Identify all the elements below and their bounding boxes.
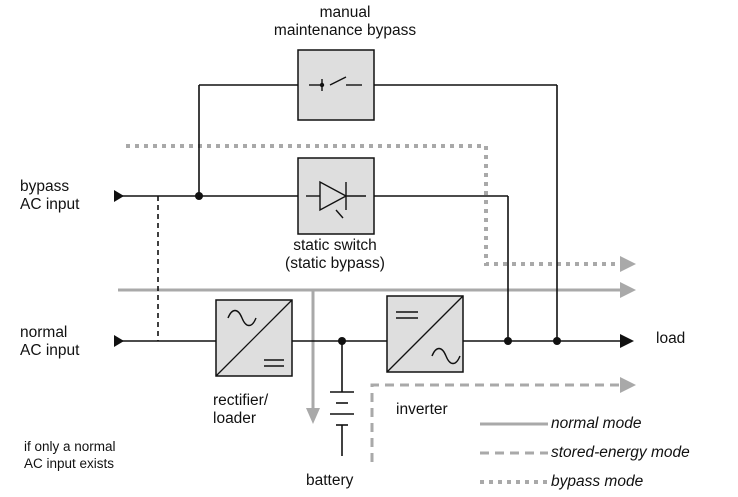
- maintenance-bypass-label-line1: manual: [319, 4, 371, 21]
- legend-stored-energy-label: stored-energy mode: [551, 444, 690, 461]
- junction-dot: [504, 337, 512, 345]
- stored-energy-arrow: [620, 377, 636, 393]
- maintenance-bypass-switch: [297, 49, 375, 121]
- rectifier-block: [215, 299, 293, 377]
- single-input-note-line2: AC input exists: [24, 456, 115, 471]
- normal-mode-arrow: [620, 282, 636, 298]
- battery-flow-arrow: [306, 408, 320, 424]
- rectifier-label-line1: rectifier/: [213, 392, 269, 409]
- static-switch-label: static switch (static bypass): [240, 237, 430, 273]
- bypass-mode-flow: [126, 144, 620, 266]
- junction-dot: [338, 337, 346, 345]
- static-switch: [297, 157, 375, 235]
- battery-label: battery: [306, 472, 354, 489]
- inverter-block: [386, 295, 464, 373]
- bypass-input-terminal: [114, 190, 124, 202]
- rectifier-label-line2: loader: [213, 410, 257, 427]
- junction-dot: [195, 192, 203, 200]
- bypass-input-label: bypass AC input: [20, 178, 79, 214]
- inverter-label: inverter: [396, 401, 448, 418]
- legend-normal-label: normal mode: [551, 415, 642, 432]
- maintenance-bypass-label-line2: maintenance bypass: [273, 22, 417, 39]
- junction-dot: [553, 337, 561, 345]
- bypass-input-label-line1: bypass: [20, 178, 70, 195]
- maintenance-bypass-label: manual maintenance bypass: [240, 4, 450, 40]
- normal-input-label-line2: AC input: [20, 342, 80, 359]
- static-switch-label-line1: static switch: [293, 237, 377, 254]
- bypass-mode-arrow: [620, 256, 636, 272]
- legend-bypass-label: bypass mode: [551, 473, 644, 490]
- single-input-note: if only a normal AC input exists: [24, 438, 116, 472]
- normal-input-label: normal AC input: [20, 324, 79, 360]
- load-label: load: [656, 330, 686, 347]
- single-input-note-line1: if only a normal: [24, 439, 116, 454]
- normal-input-label-line1: normal: [20, 324, 68, 341]
- stored-energy-flow: [370, 383, 620, 462]
- bypass-input-label-line2: AC input: [20, 196, 80, 213]
- normal-input-terminal: [114, 335, 124, 347]
- static-switch-label-line2: (static bypass): [285, 255, 385, 272]
- rectifier-label: rectifier/ loader: [213, 392, 268, 428]
- load-arrow: [620, 334, 634, 348]
